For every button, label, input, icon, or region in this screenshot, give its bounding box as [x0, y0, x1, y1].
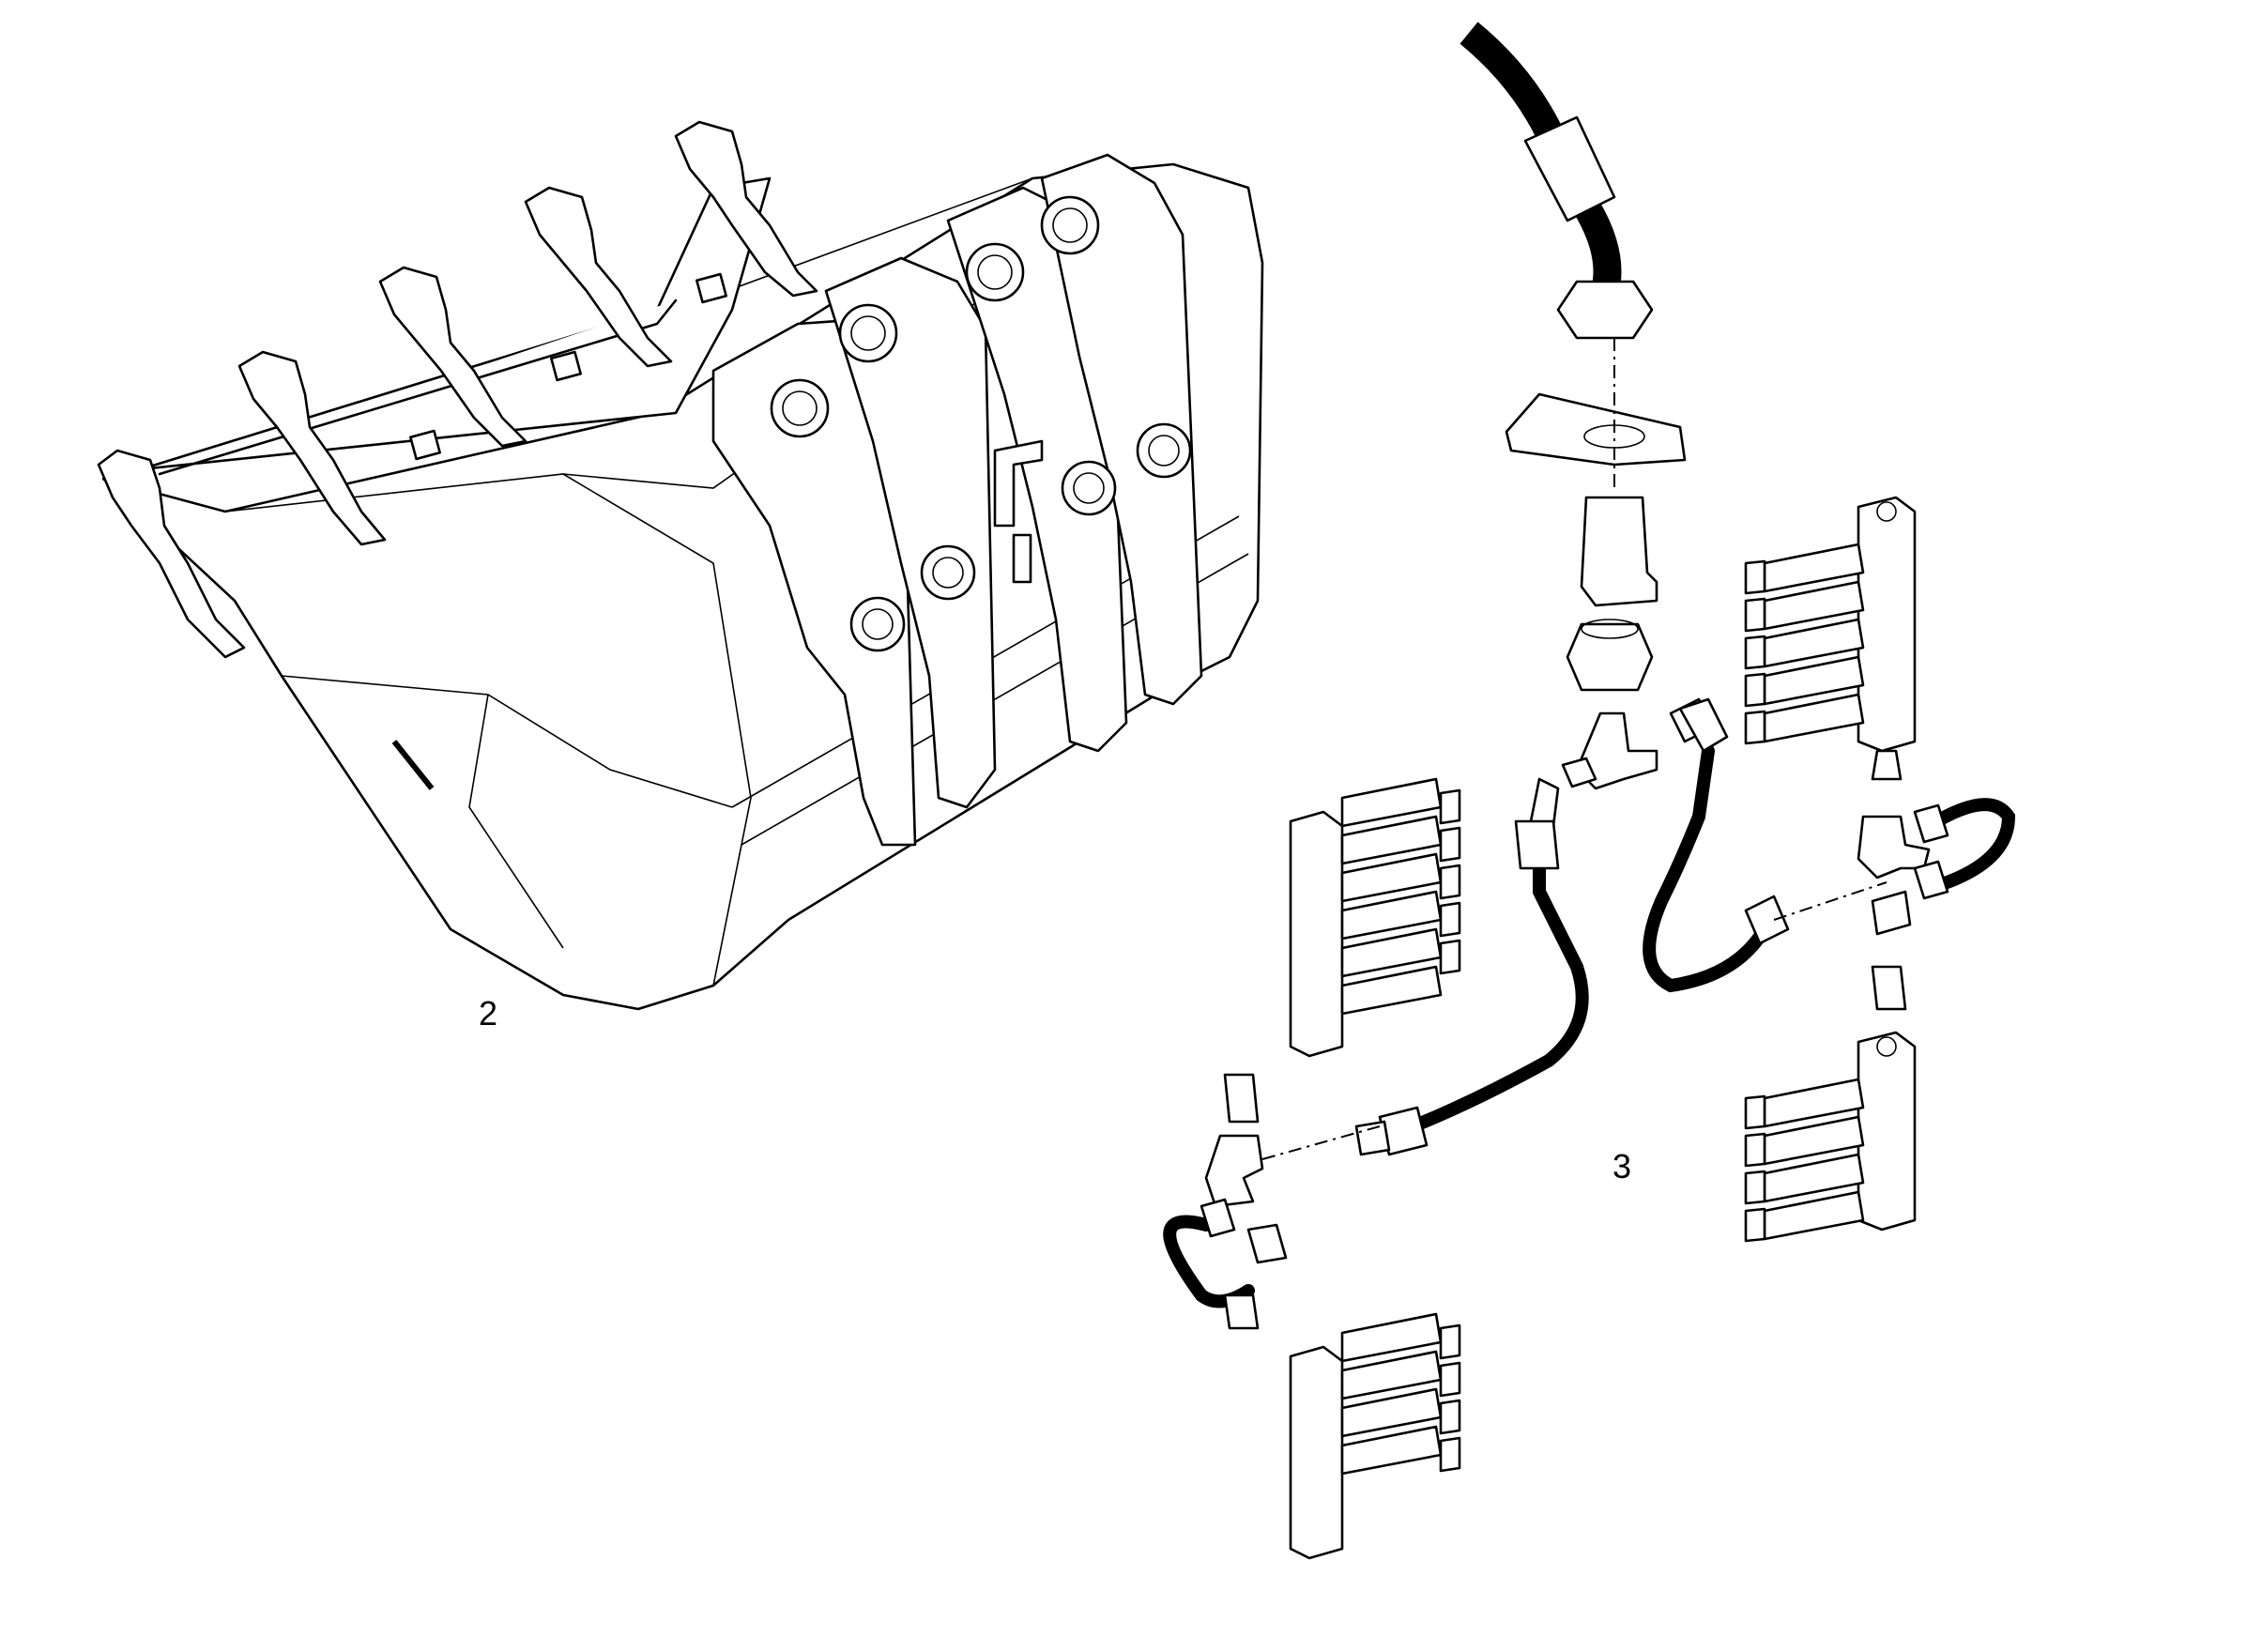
bucket-teeth: [97, 120, 818, 659]
junction-left: [1163, 1073, 1381, 1330]
adapter-fitting: [1580, 496, 1658, 607]
distributor-block-lower-left: [1289, 1312, 1461, 1560]
distributor-block-upper-right: [1744, 496, 1917, 753]
hose-left: [1354, 777, 1589, 1156]
supply-hose: [1460, 22, 1654, 340]
callout-bucket: 2: [479, 994, 497, 1032]
lubrication-kit: [1163, 22, 2016, 1560]
mounting-ears: [711, 153, 1203, 847]
hose-right: [1643, 697, 1888, 993]
distributor-block-upper-left: [1289, 777, 1461, 1058]
distributor-block-lower-right: [1744, 1031, 1917, 1243]
bucket-assembly: [97, 120, 1264, 1011]
mounting-bracket: [1505, 392, 1687, 467]
callout-lubrication-kit: 3: [1612, 1147, 1631, 1185]
swivel-nut: [1566, 622, 1654, 692]
wear-buttons: [409, 272, 727, 461]
junction-right: [1857, 749, 2016, 1011]
